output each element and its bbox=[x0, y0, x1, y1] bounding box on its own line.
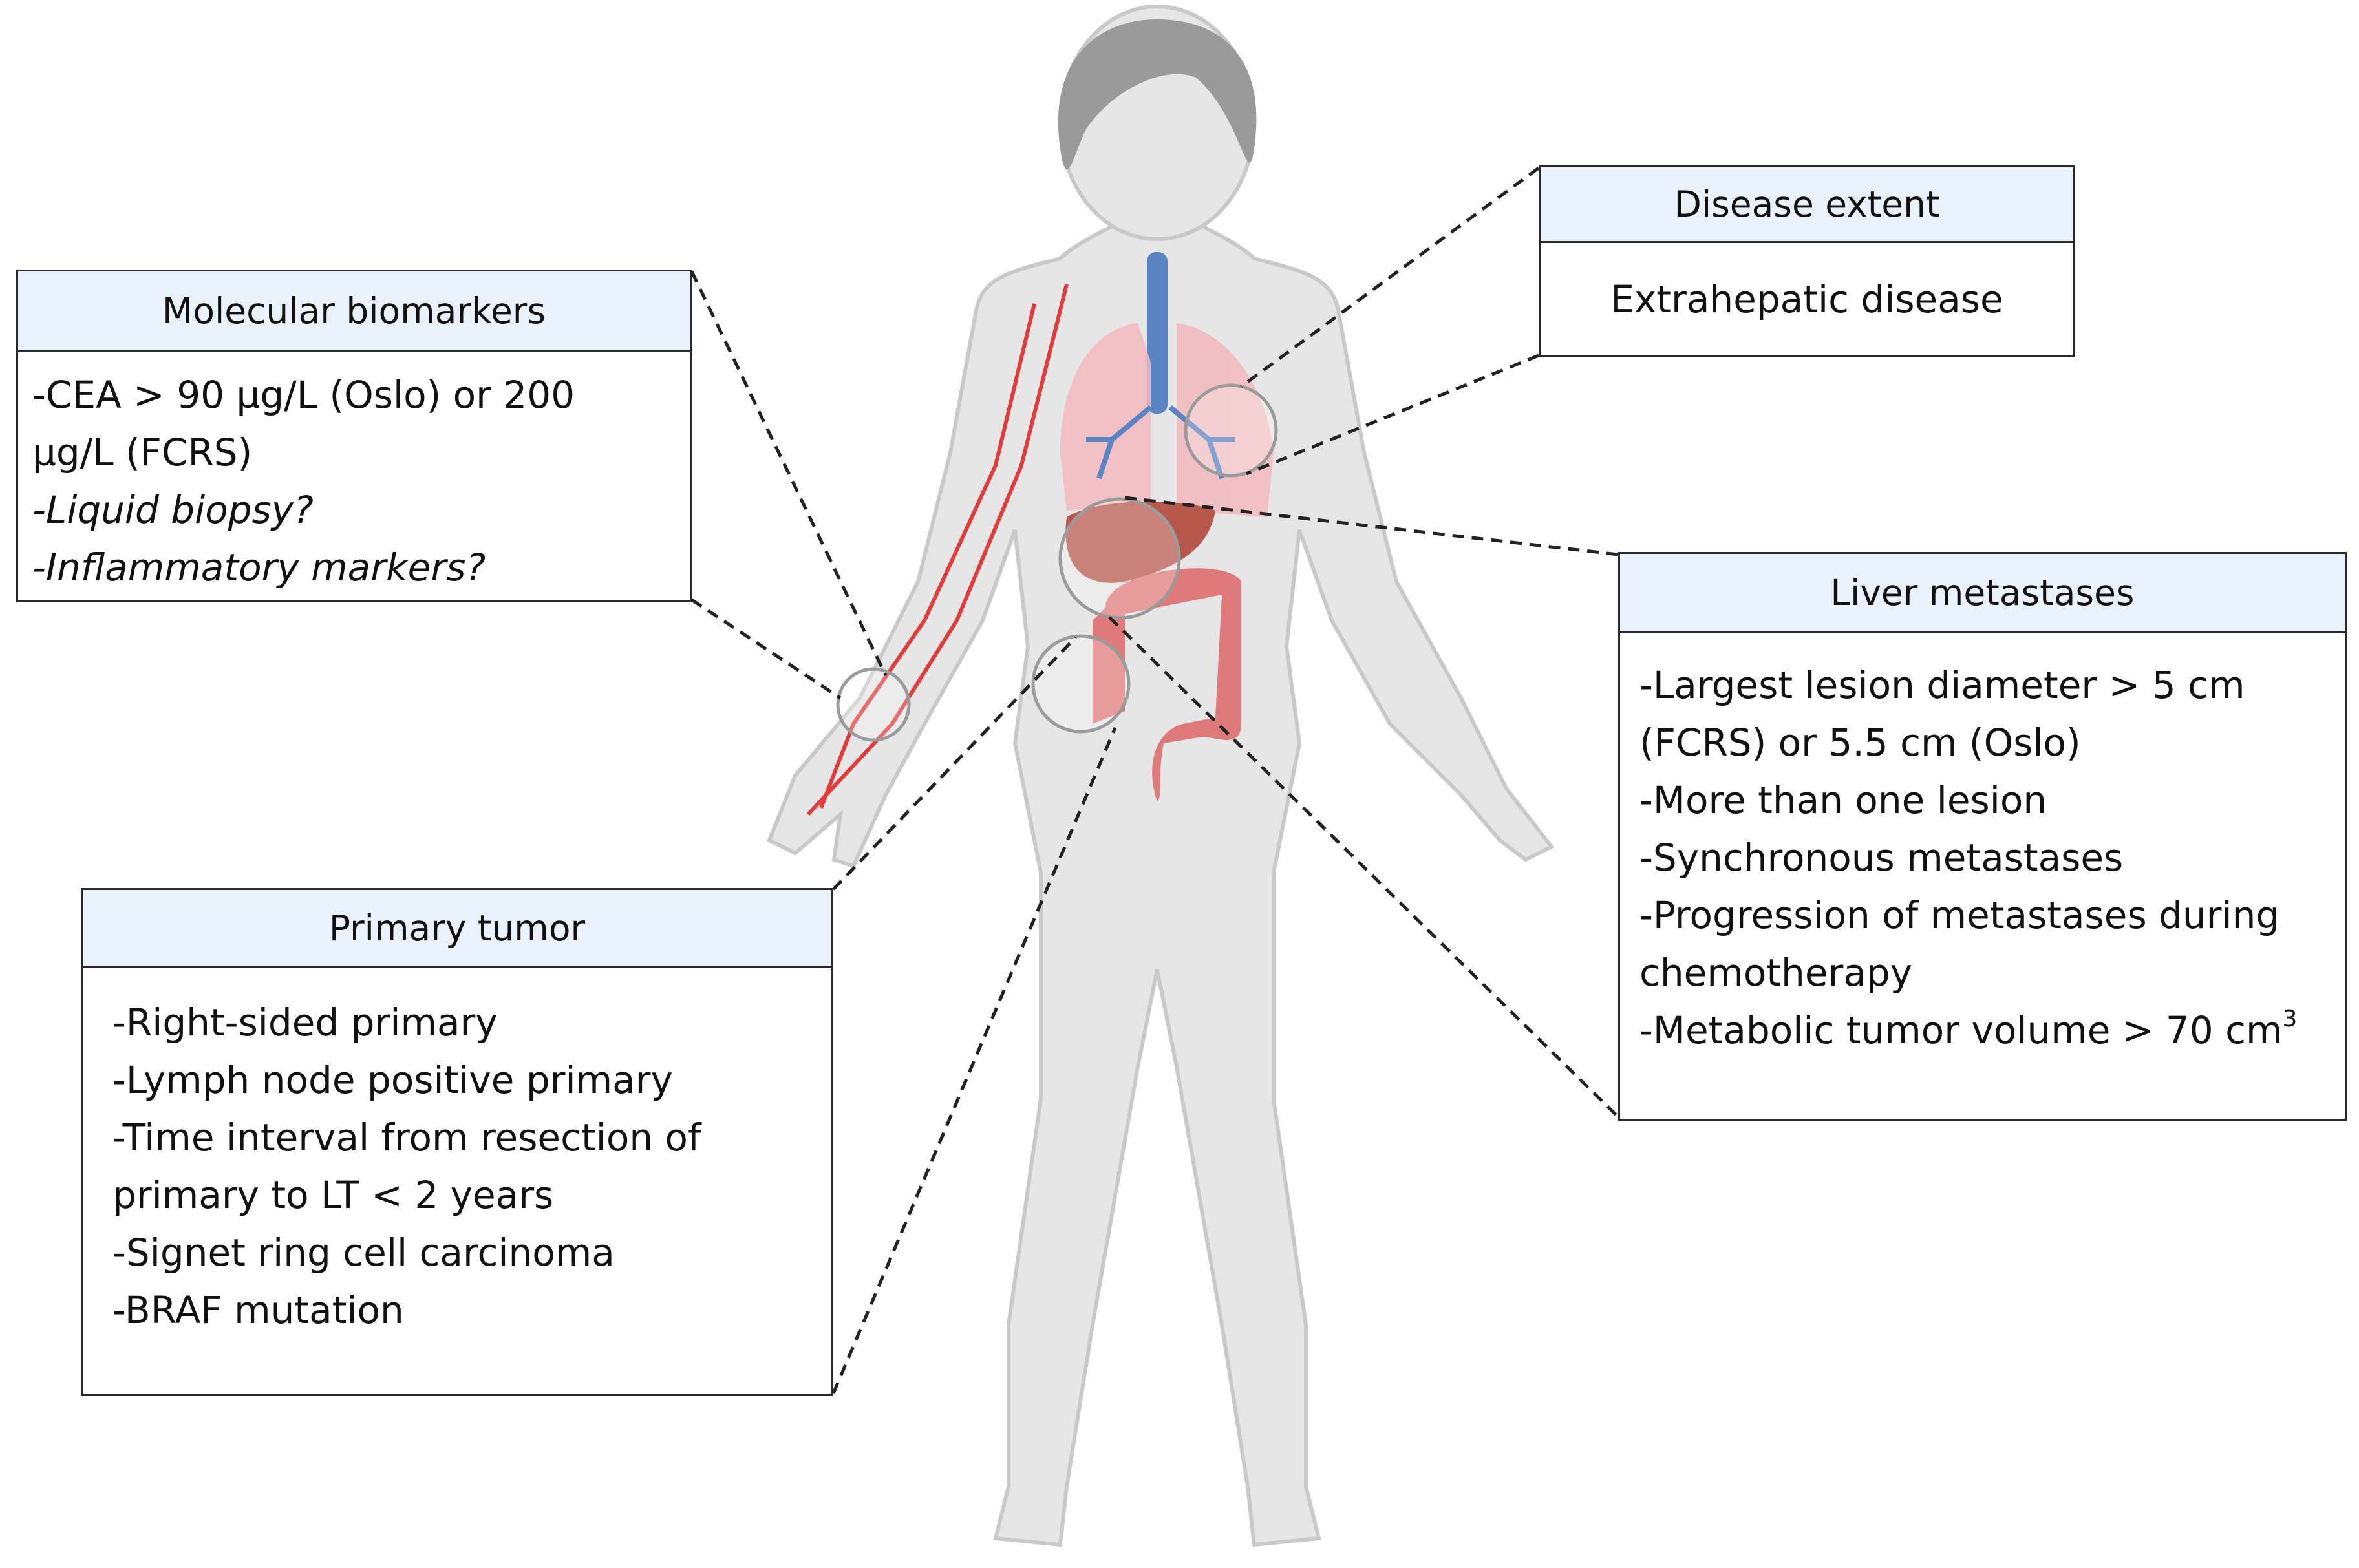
list-item: -Signet ring cell carcinoma bbox=[112, 1231, 615, 1275]
list-item: Extrahepatic disease bbox=[1610, 277, 2003, 321]
list-item: primary to LT < 2 years bbox=[112, 1173, 554, 1217]
list-item: -Metabolic tumor volume > 70 cm3 bbox=[1639, 1002, 2345, 1059]
list-item: -Time interval from resection of bbox=[112, 1116, 701, 1160]
list-item: -CEA > 90 µg/L (Oslo) or 200 bbox=[32, 373, 575, 417]
superscript: 3 bbox=[2282, 1006, 2298, 1032]
list-item: -Right-sided primary bbox=[112, 1001, 498, 1044]
list-item: chemotherapy bbox=[1639, 951, 1913, 995]
list-item: -Largest lesion diameter > 5 cm bbox=[1639, 663, 2245, 707]
list-item: -Progression of metastases during bbox=[1639, 893, 2280, 937]
molecular-biomarkers-title: Molecular biomarkers bbox=[18, 271, 690, 352]
list-item: -Lymph node positive primary bbox=[112, 1058, 673, 1102]
list-item-text: -Metabolic tumor volume > 70 cm bbox=[1639, 1008, 2283, 1052]
lungs-icon bbox=[1060, 323, 1274, 517]
molecular-biomarkers-list: -CEA > 90 µg/L (Oslo) or 200 µg/L (FCRS)… bbox=[18, 352, 690, 597]
magnifier-circle-icon bbox=[836, 383, 1278, 742]
hair-icon bbox=[1058, 19, 1257, 170]
liver-metastases-list: -Largest lesion diameter > 5 cm (FCRS) o… bbox=[1620, 633, 2345, 1059]
arm-veins-icon bbox=[806, 284, 1069, 816]
leader-lines bbox=[690, 166, 1619, 1394]
disease-extent-box: Disease extent Extrahepatic disease bbox=[1539, 165, 2075, 357]
list-item: -Liquid biopsy? bbox=[32, 488, 314, 532]
list-item: (FCRS) or 5.5 cm (Oslo) bbox=[1639, 721, 2081, 765]
molecular-biomarkers-box: Molecular biomarkers -CEA > 90 µg/L (Osl… bbox=[16, 270, 692, 602]
colon-icon bbox=[1093, 568, 1241, 801]
trachea-icon bbox=[1147, 252, 1168, 414]
bronchi-icon bbox=[1086, 405, 1235, 480]
primary-tumor-list: -Right-sided primary -Lymph node positiv… bbox=[83, 968, 831, 1339]
list-item: -BRAF mutation bbox=[112, 1288, 404, 1332]
primary-tumor-box: Primary tumor -Right-sided primary -Lymp… bbox=[81, 888, 833, 1396]
disease-extent-title: Disease extent bbox=[1541, 167, 2073, 243]
list-item: -Inflammatory markers? bbox=[32, 546, 486, 589]
liver-metastases-box: Liver metastases -Largest lesion diamete… bbox=[1618, 552, 2347, 1121]
list-item: -Synchronous metastases bbox=[1639, 836, 2124, 880]
liver-metastases-title: Liver metastases bbox=[1620, 554, 2345, 633]
primary-tumor-title: Primary tumor bbox=[83, 890, 831, 968]
list-item: µg/L (FCRS) bbox=[32, 430, 253, 474]
disease-extent-list: Extrahepatic disease bbox=[1541, 243, 2073, 355]
list-item: -More than one lesion bbox=[1639, 778, 2047, 822]
liver-icon bbox=[1065, 502, 1215, 583]
